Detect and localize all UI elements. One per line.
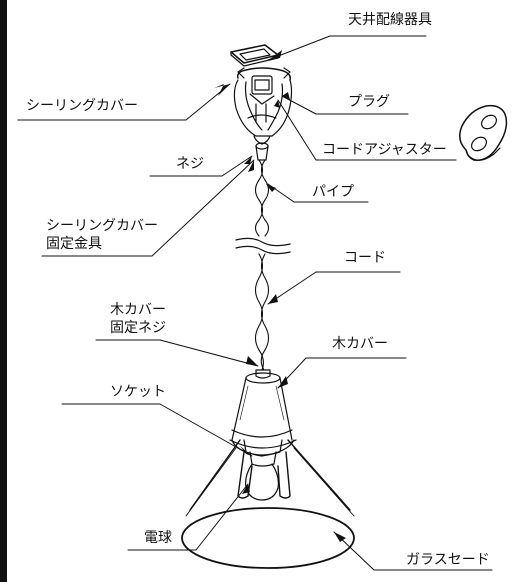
leader-lines: [17, 35, 493, 571]
label-ceiling-fixture: 天井配線器具: [348, 12, 432, 28]
cord-upper: [254, 159, 270, 237]
bulb-part: [245, 463, 279, 501]
label-cover-fitting-line2: 固定金具: [46, 236, 102, 252]
label-glass-shade: ガラスセード: [406, 552, 490, 568]
label-ceiling-cover: シーリングカバー: [26, 98, 138, 114]
label-screw: ネジ: [176, 156, 204, 172]
ceiling-cover-part: [233, 67, 293, 161]
label-wood-screw-line2: 固定ネジ: [110, 320, 166, 336]
label-bulb: 電球: [144, 530, 172, 546]
label-cord-adjuster: コードアジャスター: [322, 142, 447, 158]
label-wood-screw-line1: 木カバー: [110, 302, 166, 318]
cord-break-marks: [235, 237, 291, 255]
arrowheads: [214, 50, 346, 542]
left-border-bar: [0, 0, 7, 582]
cord-lower: [254, 253, 270, 371]
label-cord: コード: [344, 250, 386, 266]
label-wood-cover: 木カバー: [332, 336, 388, 352]
label-pipe: パイプ: [312, 184, 354, 200]
ceiling-fixture-part: [230, 44, 279, 67]
socket-part: [243, 439, 283, 467]
cord-adjuster-part: [459, 104, 508, 161]
glass-shade-part: [181, 439, 355, 569]
label-socket: ソケット: [110, 384, 166, 400]
label-cover-fitting-line1: シーリングカバー: [46, 218, 158, 234]
label-plug: プラグ: [348, 94, 390, 110]
